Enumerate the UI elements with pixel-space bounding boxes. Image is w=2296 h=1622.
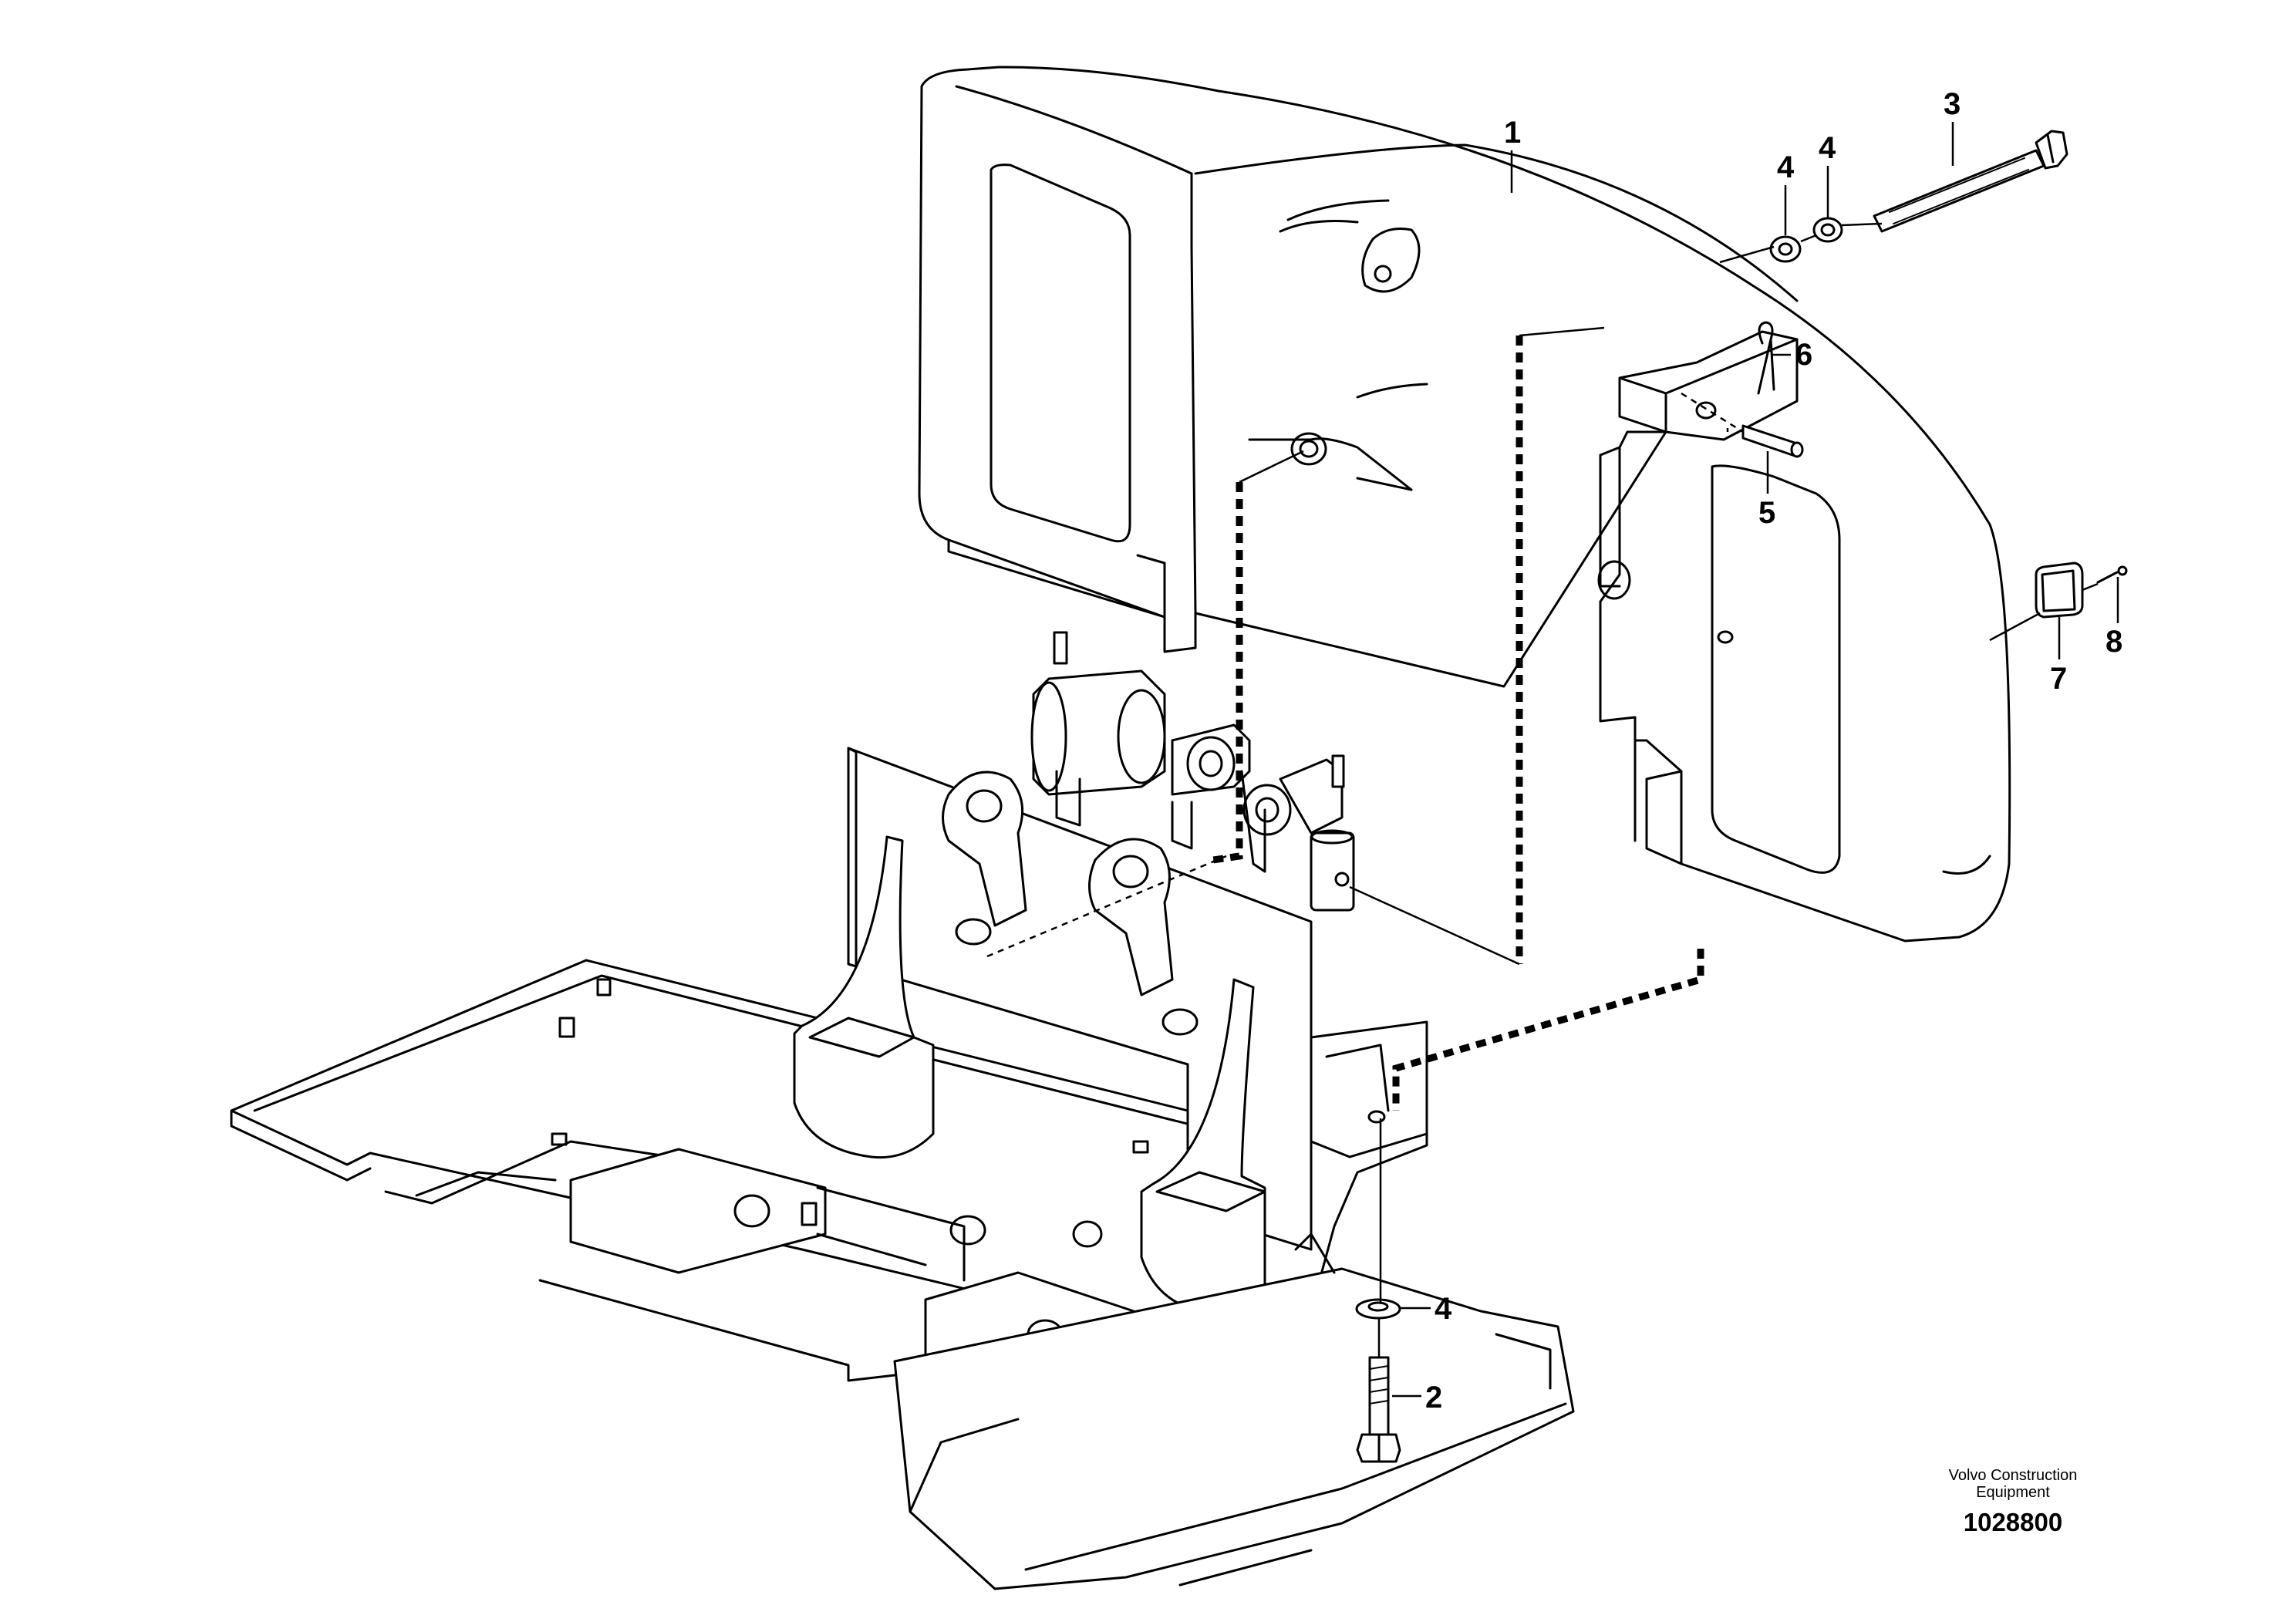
callout-8: 8 <box>2106 577 2122 659</box>
callout-4a: 4 <box>1777 150 1795 235</box>
callout-label: 5 <box>1758 496 1775 530</box>
upper-frame <box>230 747 1575 1590</box>
washer-4a <box>1769 235 1802 263</box>
callout-label: 4 <box>1819 131 1836 165</box>
hinge-assembly <box>1030 631 1355 912</box>
pin-5 <box>1741 424 1804 458</box>
callout-label: 7 <box>2050 662 2067 696</box>
clip-6 <box>1757 321 1775 395</box>
callout-4c: 4 <box>1400 1292 1452 1326</box>
right-window-recess <box>1711 464 1841 874</box>
callout-label: 3 <box>1944 87 1961 121</box>
washer-4b <box>1812 217 1843 243</box>
bolt-long-3 <box>1873 130 2068 233</box>
callout-label: 4 <box>1777 150 1795 184</box>
callout-label: 4 <box>1435 1292 1452 1326</box>
callout-4b: 4 <box>1819 131 1836 218</box>
lower-platform <box>893 1267 1575 1590</box>
counterweight-body <box>918 66 2011 943</box>
left-window-recess <box>990 164 1131 543</box>
manufacturer-label: Volvo Construction Equipment <box>1948 1467 2078 1501</box>
callout-2: 2 <box>1392 1381 1442 1415</box>
callout-5: 5 <box>1758 451 1775 530</box>
callout-1: 1 <box>1504 116 1521 193</box>
callout-label: 2 <box>1425 1381 1442 1415</box>
callout-label: 8 <box>2106 625 2122 659</box>
assembly-paths <box>986 222 2099 1357</box>
counterweight <box>918 66 2011 943</box>
callout-7: 7 <box>2050 617 2067 696</box>
callout-label: 6 <box>1795 338 1812 372</box>
callout-label: 1 <box>1504 116 1521 150</box>
plate-7 <box>2035 561 2084 619</box>
callout-6: 6 <box>1771 338 1812 372</box>
bolt-2 <box>1356 1356 1401 1463</box>
screw-8 <box>2096 565 2128 584</box>
washer-4c <box>1355 1298 1401 1320</box>
document-number: 1028800 <box>1963 1508 2063 1536</box>
callout-3: 3 <box>1944 87 1961 166</box>
